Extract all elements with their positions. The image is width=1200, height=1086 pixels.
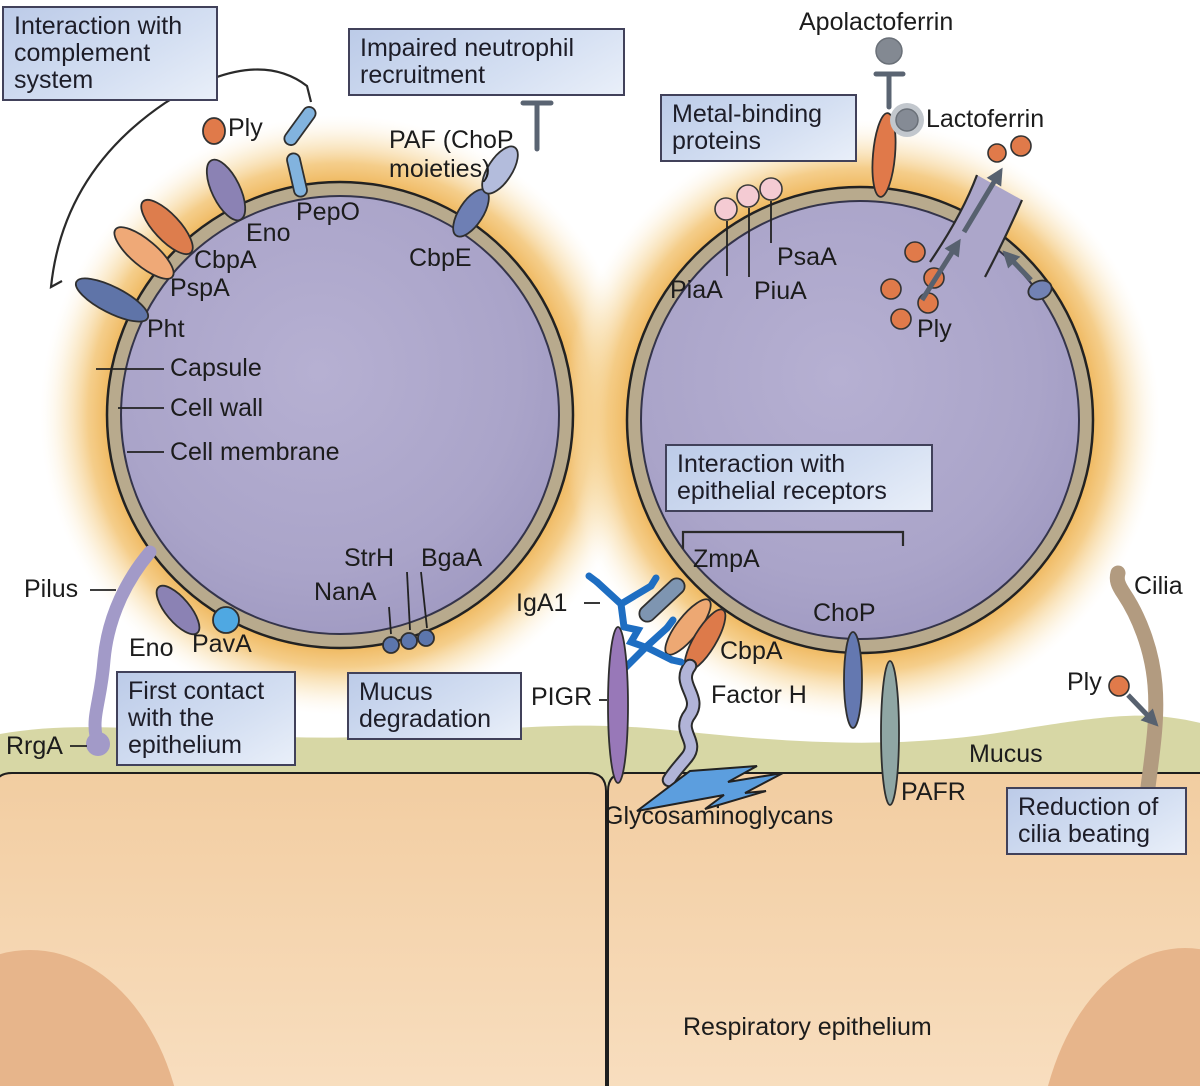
epithelial-nucleus-left — [0, 950, 175, 1086]
label-glycosaminoglycans: Glycosaminoglycans — [604, 802, 834, 830]
psaa-protein — [759, 177, 783, 201]
pilus — [86, 545, 157, 756]
label-respiratory-epithelium: Respiratory epithelium — [683, 1013, 932, 1041]
ply-released-2 — [1010, 135, 1032, 157]
label-cbpa-top: CbpA — [194, 246, 257, 274]
factor-h-protein — [661, 658, 701, 788]
secretion-arrows — [919, 167, 1033, 302]
bgaa-enzyme — [417, 629, 435, 647]
piaa-protein — [714, 197, 738, 221]
box-complement-system: Interaction with complement system — [2, 6, 218, 101]
chop-moiety — [843, 631, 863, 729]
eno-protein-top — [205, 158, 247, 222]
label-cell-wall: Cell wall — [170, 394, 264, 422]
label-pava: PavA — [192, 630, 252, 658]
complement-bracket — [49, 68, 313, 289]
box-neutrophil-recruitment: Impaired neutrophil recruitment — [348, 28, 625, 96]
label-eno-top: Eno — [246, 219, 291, 247]
label-factor-h: Factor H — [711, 681, 807, 709]
label-cilia: Cilia — [1134, 572, 1183, 600]
label-rrga: RrgA — [6, 732, 63, 760]
ply-cilia-arrow — [1126, 693, 1159, 727]
label-pilus: Pilus — [24, 575, 79, 603]
rrga-tip — [86, 732, 110, 756]
iga1-antibody — [585, 572, 685, 673]
ply-released-1 — [987, 143, 1007, 163]
label-lactoferrin: Lactoferrin — [926, 105, 1045, 133]
label-cell-membrane: Cell membrane — [170, 438, 340, 466]
cbpe-protein — [452, 145, 519, 238]
label-piua: PiuA — [754, 277, 807, 305]
label-bgaa: BgaA — [421, 544, 483, 572]
box-first-contact: First contact with the epithelium — [116, 671, 296, 766]
label-ply-far-right: Ply — [1067, 668, 1102, 696]
piua-protein — [736, 184, 760, 208]
label-chop: ChoP — [813, 599, 876, 627]
ply-toxin-cilia — [1108, 675, 1130, 697]
label-eno-lower: Eno — [129, 634, 174, 662]
label-strh: StrH — [344, 544, 394, 572]
glycosaminoglycans-shape — [636, 765, 784, 812]
bacterium-left — [105, 180, 575, 650]
label-pepo: PepO — [296, 198, 360, 226]
cbpa-protein-top — [140, 199, 194, 255]
lactoferrin-binding-protein — [871, 112, 897, 198]
box-epithelial-receptors: Interaction with epithelial receptors — [665, 444, 933, 512]
cilium — [1109, 565, 1164, 803]
label-cbpe: CbpE — [409, 244, 472, 272]
apolactoferrin-molecule — [875, 37, 903, 65]
zmpa-bracket — [681, 530, 905, 549]
metal-binding-proteins — [714, 177, 783, 277]
cell-membrane-right — [640, 200, 1080, 640]
label-mucus: Mucus — [969, 740, 1043, 768]
strh-enzyme — [400, 632, 418, 650]
label-psaa: PsaA — [777, 243, 837, 271]
cell-layer-leader-lines — [96, 368, 164, 453]
label-paf: PAF (ChoP moieties) — [389, 126, 514, 183]
apolactoferrin-inhibition-tbar — [873, 71, 906, 110]
box-cilia-reduction: Reduction of cilia beating — [1006, 787, 1187, 855]
pava-protein — [212, 606, 240, 634]
label-apolactoferrin: Apolactoferrin — [799, 8, 954, 36]
epithelial-cell-left — [0, 772, 607, 1086]
pepo-rod-free — [283, 106, 317, 146]
lactoferrin-molecule — [895, 108, 919, 132]
paf-inhibition-tbar — [520, 100, 554, 152]
zmpa-protein — [638, 577, 686, 623]
cell-membrane-left — [120, 195, 560, 635]
label-cbpa-lower: CbpA — [720, 637, 783, 665]
label-ply-top: Ply — [228, 114, 263, 142]
pepo-rod-surface — [286, 152, 308, 198]
label-capsule: Capsule — [170, 354, 262, 382]
label-pht: Pht — [147, 315, 185, 343]
label-nana: NanA — [314, 578, 377, 606]
label-pspa: PspA — [170, 274, 230, 302]
box-mucus-degradation: Mucus degradation — [347, 672, 522, 740]
label-pafr: PAFR — [901, 778, 966, 806]
pspa-protein — [113, 226, 175, 280]
epithelial-nucleus-right — [1048, 948, 1200, 1086]
box-metal-binding: Metal-binding proteins — [660, 94, 857, 162]
nana-enzyme — [382, 636, 400, 654]
eno-protein-lower — [155, 584, 201, 636]
label-iga1: IgA1 — [516, 589, 568, 617]
ply-molecules-right — [880, 135, 1032, 330]
protein-entering-cell — [1027, 279, 1053, 301]
ply-toxin-left — [202, 117, 226, 145]
pht-protein — [74, 277, 150, 323]
mucus-degradation-enzymes — [382, 571, 435, 654]
pigr-receptor — [607, 626, 629, 784]
label-zmpa: ZmpA — [693, 545, 760, 573]
pafr-receptor — [880, 660, 900, 806]
bacterium-right — [625, 174, 1095, 655]
label-pigr: PIGR — [531, 683, 593, 711]
label-ply-right: Ply — [917, 315, 952, 343]
label-piaa: PiaA — [670, 276, 723, 304]
